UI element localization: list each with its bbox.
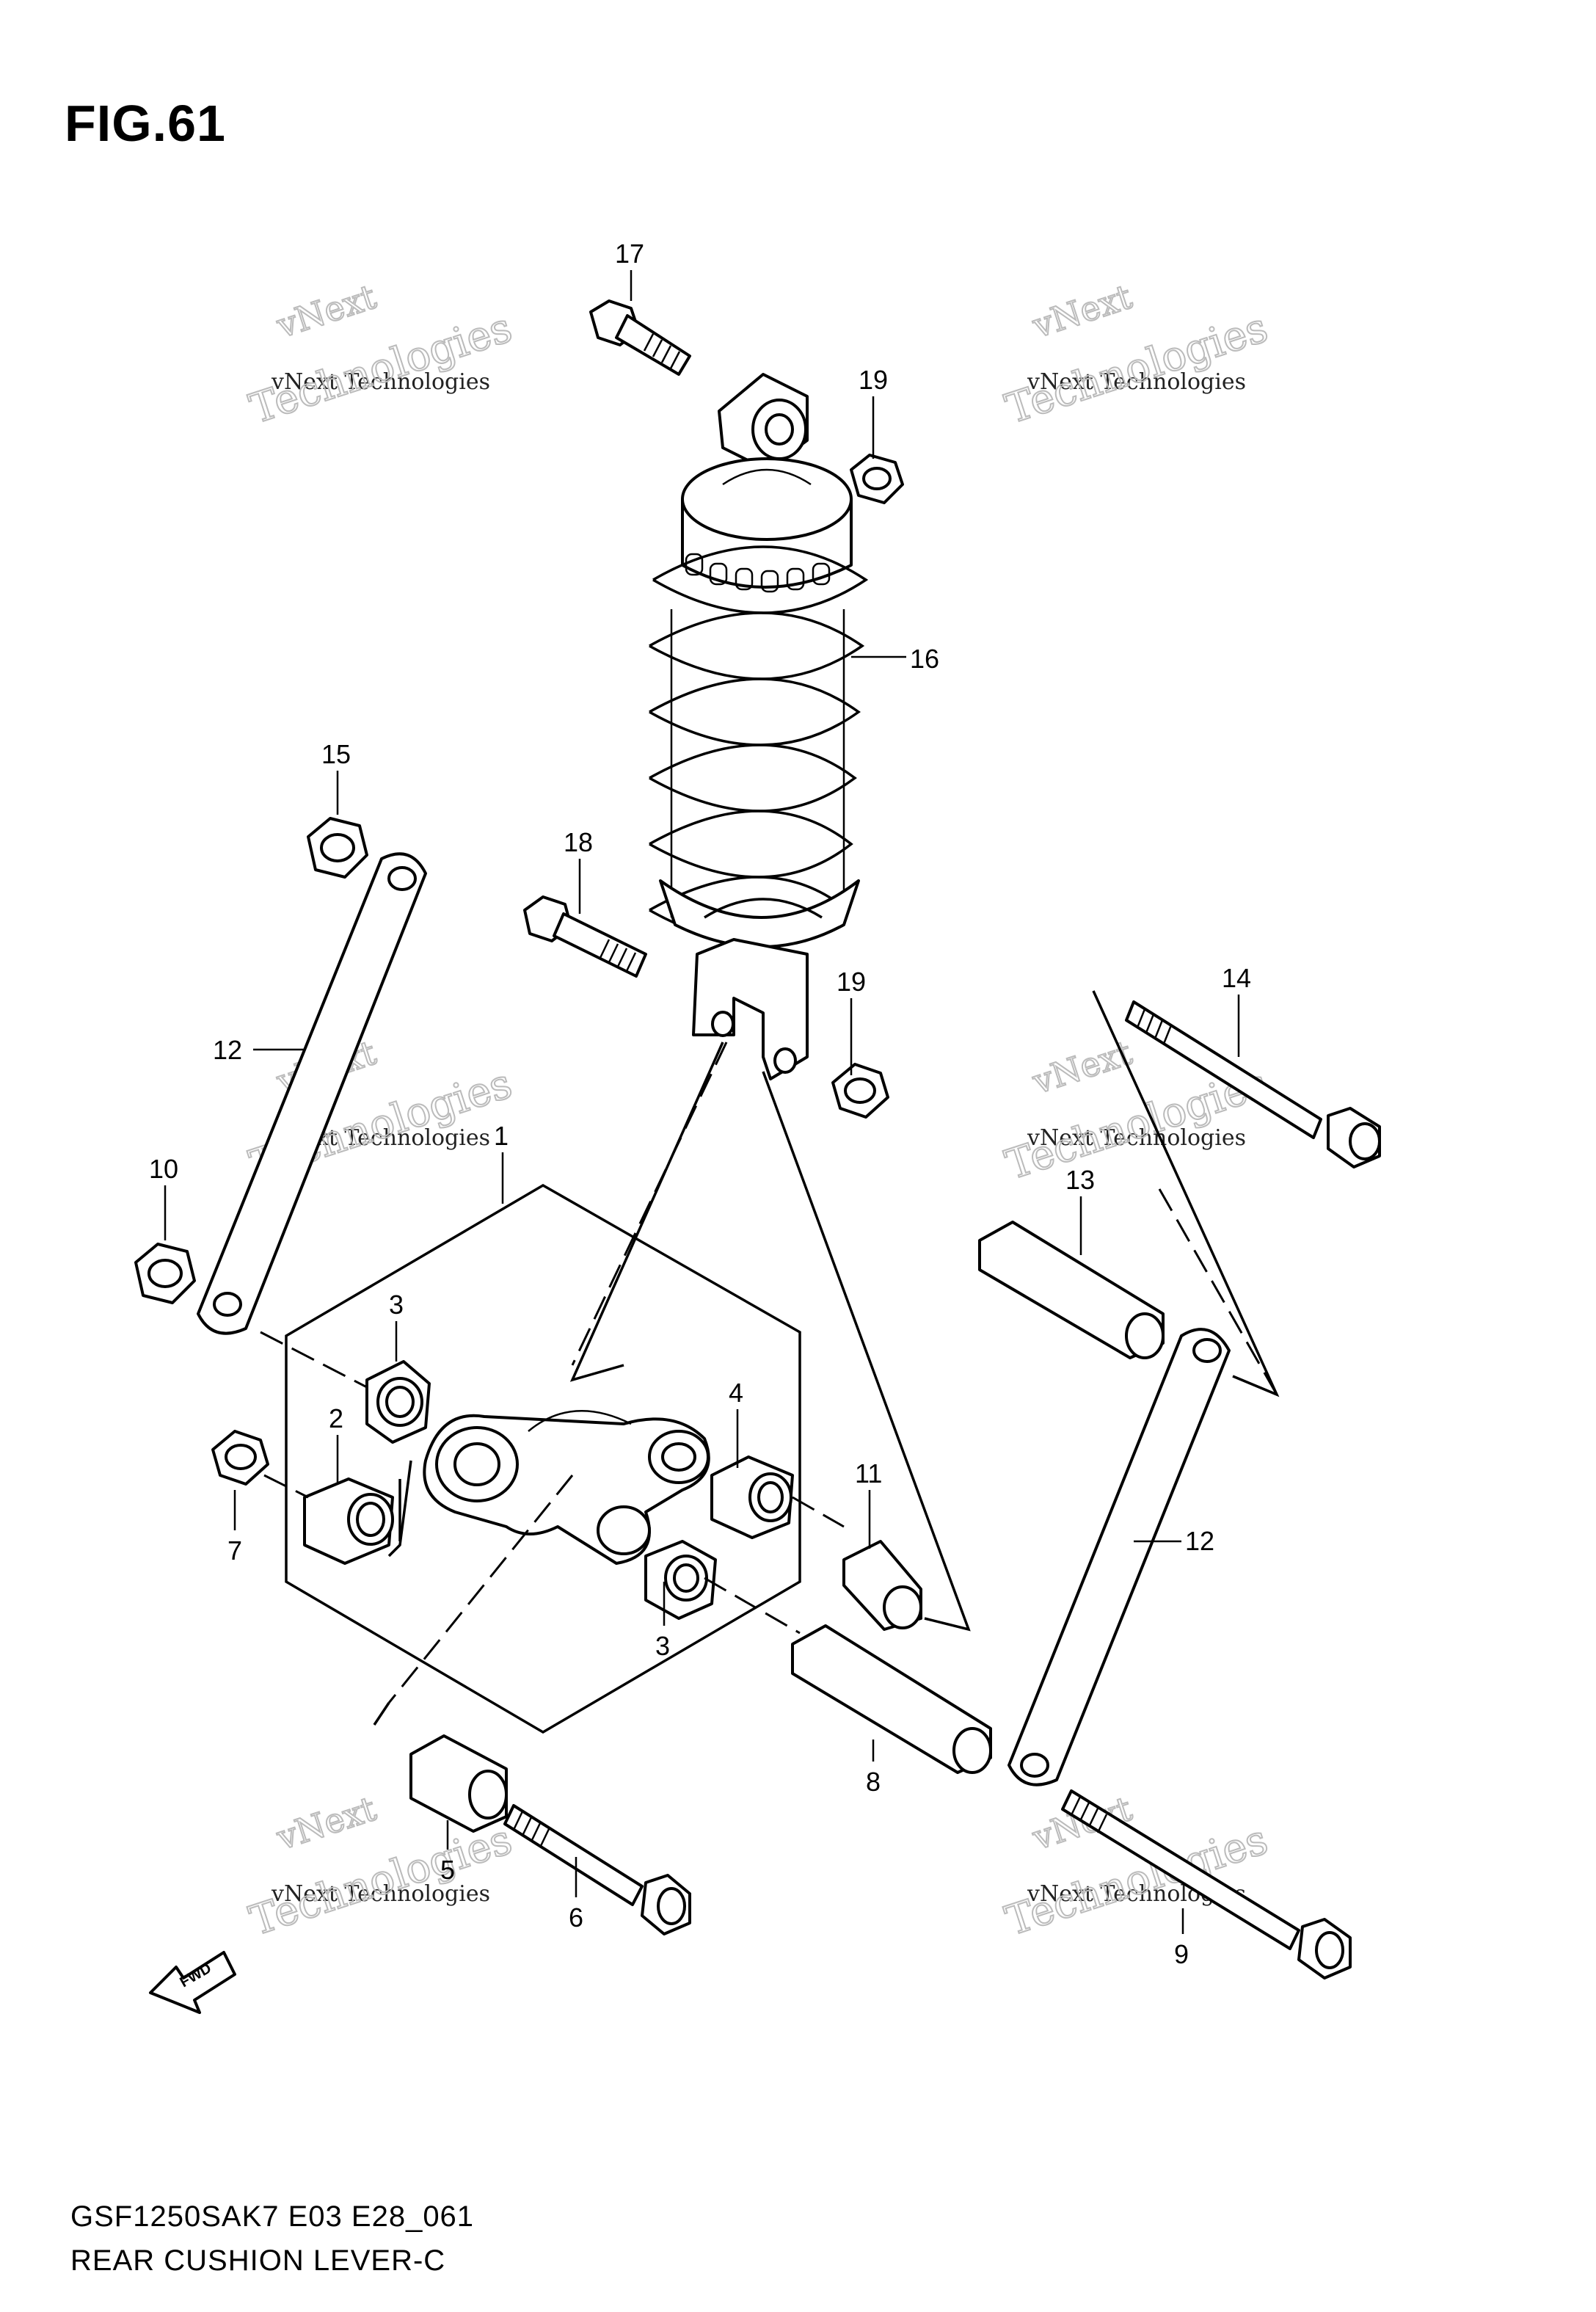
part-4-bearing [710,1455,794,1539]
part-7-nut [211,1430,269,1486]
watermark-line2: vNext Technologies [1027,1125,1246,1151]
part-9-bolt [1061,1789,1352,1980]
watermark-line1: vNext [272,277,381,346]
part-16-rear-shock-absorber [649,373,869,1080]
model-code: GSF1250SAK7 E03 E28_061 [70,2200,475,2233]
part-13-collar [978,1221,1165,1359]
part-19-nut-lower [831,1063,889,1119]
callout-labels: 17 19 16 15 18 19 14 12 1 10 13 3 4 2 11… [149,239,1251,1969]
callout-7: 7 [227,1535,242,1566]
callout-4: 4 [729,1378,743,1408]
part-15-nut [307,817,368,879]
part-1-cushion-lever [423,1409,710,1565]
figure-title: FIG.61 [65,95,226,152]
callout-3-upper: 3 [389,1290,404,1320]
watermark-line2: vNext Technologies [271,369,490,395]
callout-6: 6 [569,1902,583,1933]
part-5-collar [409,1734,508,1833]
part-14-bolt [1125,1000,1381,1168]
part-group-name: REAR CUSHION LEVER-C [70,2244,446,2277]
watermark-top-left: vNext vNext Technologies Technologies [244,276,519,435]
part-3-bearing-upper [365,1360,431,1444]
callout-3-lower: 3 [655,1631,670,1661]
part-8-collar [791,1624,992,1774]
watermark-line1: vNext [1027,1033,1137,1102]
callout-8: 8 [866,1767,881,1797]
callout-12-left: 12 [213,1035,242,1065]
part-2-bearing [303,1477,394,1565]
callout-10: 10 [149,1154,178,1184]
callout-19-top: 19 [859,365,888,395]
callout-18: 18 [564,827,593,857]
watermark-bottom-right: vNext vNext Technologies Technologies [999,1788,1275,1946]
part-19-nut-top [850,454,904,504]
callout-15: 15 [321,739,351,769]
part-17-bolt [589,299,691,376]
leader-lines [164,270,1240,1934]
part-11-collar [842,1540,922,1631]
callout-12-right: 12 [1185,1526,1214,1556]
watermark-line1: vNext [272,1789,381,1858]
callout-9: 9 [1174,1939,1189,1969]
watermark-line2: vNext Technologies [271,1881,490,1907]
callout-17: 17 [615,239,644,269]
part-12-cushion-rod-right [1007,1328,1231,1786]
callout-13: 13 [1065,1165,1095,1195]
watermark-line1: vNext [1027,277,1137,346]
callout-2: 2 [329,1403,343,1433]
part-10-nut [134,1243,196,1304]
callout-11: 11 [855,1458,882,1488]
callout-19-lower: 19 [837,967,866,997]
callout-14: 14 [1222,963,1251,993]
part-12-cushion-rod-left [197,852,427,1335]
watermark-line2: vNext Technologies [1027,369,1246,395]
callout-16: 16 [910,644,939,674]
fwd-arrow-icon: FWD [149,1951,236,2014]
watermark-top-right: vNext vNext Technologies Technologies [999,276,1275,435]
part-3-bearing-lower [644,1540,717,1620]
part-1-lever-assembly-outline [285,1183,801,1734]
callout-5: 5 [440,1855,455,1885]
callout-1: 1 [494,1121,509,1151]
assembly-guide-lines [260,990,1280,1726]
part-18-bolt [523,895,647,978]
part-6-bolt [503,1804,691,1935]
